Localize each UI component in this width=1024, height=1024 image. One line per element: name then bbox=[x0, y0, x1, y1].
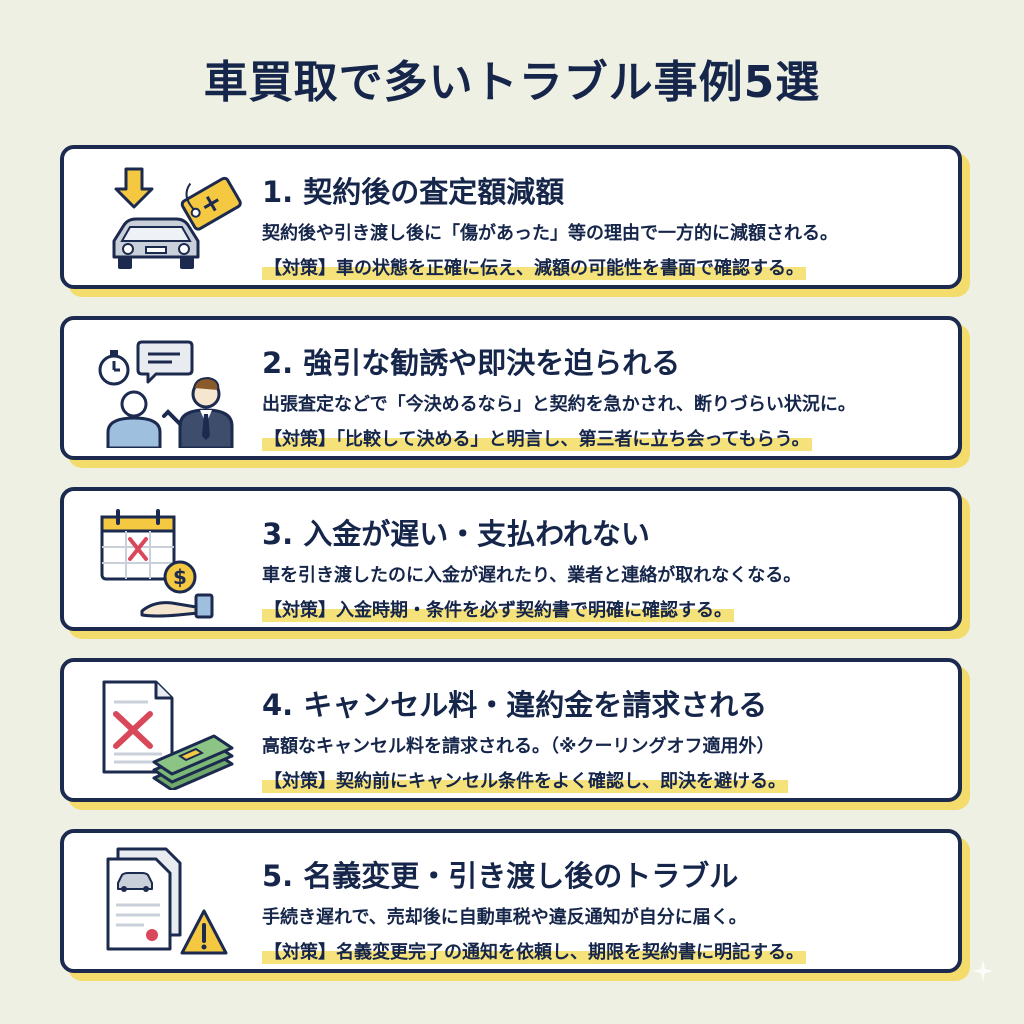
open-hand-icon bbox=[140, 593, 214, 619]
case-5-illustration bbox=[92, 845, 252, 961]
case-card-1: 1. 契約後の査定額減額 契約後や引き渡し後に「傷があった」等の理由で一方的に減… bbox=[60, 145, 962, 289]
svg-text:$: $ bbox=[173, 565, 187, 589]
case-4-illustration-svg bbox=[102, 680, 234, 792]
dollar-coin-icon: $ bbox=[163, 560, 197, 594]
down-arrow-icon bbox=[114, 167, 154, 209]
price-tag-icon bbox=[180, 176, 242, 231]
page-title: 車買取で多いトラブル事例5選 bbox=[203, 57, 821, 108]
case-description: 高額なキャンセル料を請求される。（※クーリングオフ適用外） bbox=[262, 736, 775, 757]
calendar-icon bbox=[100, 509, 176, 581]
case-heading: 4. キャンセル料・違約金を請求される bbox=[262, 688, 768, 722]
case-card-2: 2. 強引な勧誘や即決を迫られる 出張査定などで「今決めるなら」と契約を急かされ… bbox=[60, 316, 962, 460]
case-1-illustration bbox=[92, 161, 252, 277]
case-card-4: 4. キャンセル料・違約金を請求される 高額なキャンセル料を請求される。（※クー… bbox=[60, 658, 962, 802]
case-description: 出張査定などで「今決めるなら」と契約を急かされ、断りづらい状況に。 bbox=[262, 394, 856, 415]
case-heading: 5. 名義変更・引き渡し後のトラブル bbox=[262, 859, 739, 893]
case-2-illustration-svg bbox=[98, 340, 234, 450]
case-heading: 1. 契約後の査定額減額 bbox=[262, 175, 565, 209]
case-card-5: 5. 名義変更・引き渡し後のトラブル 手続き遅れで、売却後に自動車税や違反通知が… bbox=[60, 829, 962, 973]
case-countermeasure: 【対策】契約前にキャンセル条件をよく確認し、即決を避ける。 bbox=[262, 767, 788, 793]
salesman-icon bbox=[162, 376, 234, 450]
case-countermeasure: 【対策】入金時期・条件を必ず契約書で明確に確認する。 bbox=[262, 596, 734, 622]
case-card-3: $ 3. 入金が遅い・支払われない 車を引き渡したのに入金が遅れたり、業者と連絡… bbox=[60, 487, 962, 631]
case-description: 契約後や引き渡し後に「傷があった」等の理由で一方的に減額される。 bbox=[262, 223, 838, 244]
car-icon bbox=[112, 217, 200, 269]
speech-bubble-icon bbox=[136, 340, 194, 384]
warning-icon bbox=[180, 909, 228, 955]
case-3-illustration-svg: $ bbox=[100, 509, 214, 619]
case-4-illustration bbox=[92, 674, 252, 792]
case-5-illustration-svg bbox=[106, 847, 228, 955]
case-heading: 2. 強引な勧誘や即決を迫られる bbox=[262, 346, 681, 380]
customer-icon bbox=[106, 390, 162, 450]
sparkle-icon bbox=[972, 960, 994, 982]
case-countermeasure: 【対策】車の状態を正確に伝え、減額の可能性を書面で確認する。 bbox=[262, 254, 806, 280]
cancelled-document-icon bbox=[102, 680, 174, 774]
case-1-illustration-svg bbox=[112, 167, 242, 269]
case-2-illustration bbox=[92, 332, 252, 450]
case-countermeasure: 【対策】「比較して決める」と明言し、第三者に立ち会ってもらう。 bbox=[262, 425, 812, 451]
case-3-illustration: $ bbox=[92, 503, 252, 619]
case-description: 車を引き渡したのに入金が遅れたり、業者と連絡が取れなくなる。 bbox=[262, 565, 802, 586]
money-stack-icon bbox=[152, 734, 234, 792]
case-countermeasure: 【対策】名義変更完了の通知を依頼し、期限を契約書に明記する。 bbox=[262, 938, 806, 964]
case-description: 手続き遅れで、売却後に自動車税や違反通知が自分に届く。 bbox=[262, 907, 747, 928]
case-heading: 3. 入金が遅い・支払われない bbox=[262, 517, 650, 551]
vehicle-registration-document-icon bbox=[106, 847, 182, 951]
stopwatch-icon bbox=[98, 350, 130, 386]
